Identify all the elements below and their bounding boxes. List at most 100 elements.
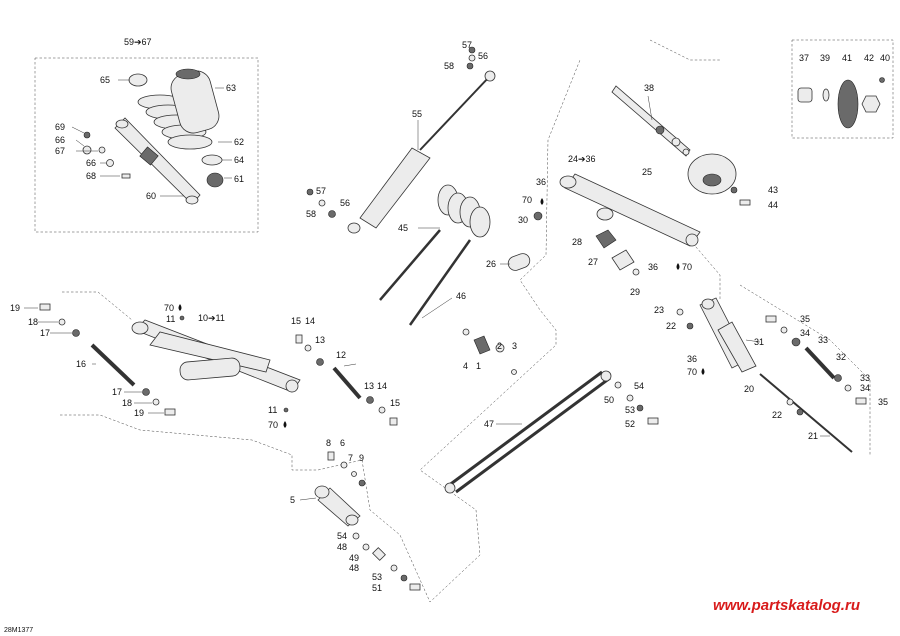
shaft-12: [332, 366, 362, 400]
shock-absorber-group-box: [34, 57, 259, 233]
washer-6: [340, 461, 348, 469]
washer-7: [351, 471, 357, 477]
label-55: 55: [412, 109, 422, 119]
label-45: 45: [398, 223, 408, 233]
preload-nut: [206, 172, 224, 188]
label-25: 25: [642, 167, 652, 177]
bolt-19b: [164, 408, 176, 416]
spacer-14b: [378, 406, 386, 414]
washer-56a: [468, 54, 476, 62]
washer-18a: [58, 318, 66, 326]
label-39: 39: [820, 53, 830, 63]
label-57b: 57: [316, 186, 326, 196]
label-2: 2: [497, 341, 502, 351]
idler-parts-box: [797, 77, 885, 129]
label-33b: 33: [860, 373, 870, 383]
spacer-20: [786, 398, 794, 406]
label-12: 12: [336, 350, 346, 360]
bolt-57b: [306, 188, 314, 196]
spring-slider-26: [507, 253, 531, 271]
nut-29: [632, 268, 640, 276]
label-31: 31: [754, 337, 764, 347]
label-11b: 11: [268, 405, 277, 415]
bushing-30: [533, 211, 543, 221]
washer-48a: [362, 543, 370, 551]
bolt-19a: [39, 303, 51, 311]
label-33a: 33: [818, 335, 828, 345]
label-54b: 54: [634, 381, 644, 391]
label-13a: 13: [315, 335, 325, 345]
nut-53b: [636, 404, 644, 412]
label-43: 43: [768, 185, 778, 195]
shock-absorber: [114, 117, 201, 205]
lubricant-drop-icons: [178, 198, 705, 428]
label-35a: 35: [800, 314, 810, 324]
spring-stopper: [128, 73, 148, 87]
label-13b: 13: [364, 381, 374, 391]
washer-34b: [844, 384, 852, 392]
grease-11b: [283, 407, 289, 413]
label-67: 67: [55, 146, 65, 156]
nut-23: [676, 308, 684, 316]
label-44: 44: [768, 200, 778, 210]
bolt-54b: [614, 381, 622, 389]
rear-link-boundary: [739, 284, 871, 455]
shock-bushing-66b: [106, 159, 114, 167]
nut-58a: [466, 62, 474, 70]
label-37: 37: [799, 53, 809, 63]
bracket-28: [595, 229, 617, 249]
leader-lines: [24, 79, 830, 501]
label-14a: 14: [305, 316, 315, 326]
spring-washer: [201, 154, 223, 166]
label-64: 64: [234, 155, 244, 165]
label-19b: 19: [134, 408, 144, 418]
label-50: 50: [604, 395, 614, 405]
oil-drop-icon: [178, 304, 182, 311]
label-56b: 56: [340, 198, 350, 208]
label-53b: 53: [625, 405, 635, 415]
label-35b: 35: [878, 397, 888, 407]
shock-sleeve-67: [98, 146, 106, 154]
label-40: 40: [880, 53, 890, 63]
bushing-33b: [834, 374, 842, 382]
label-26: 26: [486, 259, 496, 269]
link-rod-47: [444, 370, 612, 494]
axle-38: [611, 85, 691, 157]
label-34a: 34: [800, 328, 810, 338]
label-15b: 15: [390, 398, 400, 408]
label-58a: 58: [444, 61, 454, 71]
shock-spring: [137, 94, 213, 150]
label-49: 49: [349, 553, 359, 563]
washer-56b: [318, 199, 326, 207]
label-57a: 57: [462, 40, 472, 50]
label-3: 3: [512, 341, 517, 351]
label-17b: 17: [112, 387, 122, 397]
part-labels: 59➔67 65 63 69 66 67 66 68 62 64 61 60 5…: [10, 37, 890, 593]
shaft-32: [804, 346, 836, 380]
label-21: 21: [808, 431, 818, 441]
label-36a: 36: [536, 177, 546, 187]
bushing-17b: [142, 388, 150, 396]
label-11a: 11: [166, 314, 175, 324]
label-15a: 15: [291, 316, 301, 326]
label-27: 27: [588, 257, 598, 267]
label-66b: 66: [86, 158, 96, 168]
label-70e: 70: [687, 367, 697, 377]
idler-wheel: [687, 153, 737, 195]
label-4: 4: [463, 361, 468, 371]
label-65: 65: [100, 75, 110, 85]
rear-arm-boundary: [60, 59, 581, 603]
bushing-kit: [462, 328, 517, 375]
label-62: 62: [234, 137, 244, 147]
bushing-13a: [316, 358, 324, 366]
watermark-link[interactable]: www.partskatalog.ru: [713, 597, 860, 614]
bolt-52: [647, 417, 659, 425]
washer-22a: [686, 322, 694, 330]
nut-53a: [400, 574, 408, 582]
label-41: 41: [842, 53, 852, 63]
label-32: 32: [836, 352, 846, 362]
label-48a: 48: [337, 542, 347, 552]
bolt-54a: [352, 532, 360, 540]
label-54a: 54: [337, 531, 347, 541]
